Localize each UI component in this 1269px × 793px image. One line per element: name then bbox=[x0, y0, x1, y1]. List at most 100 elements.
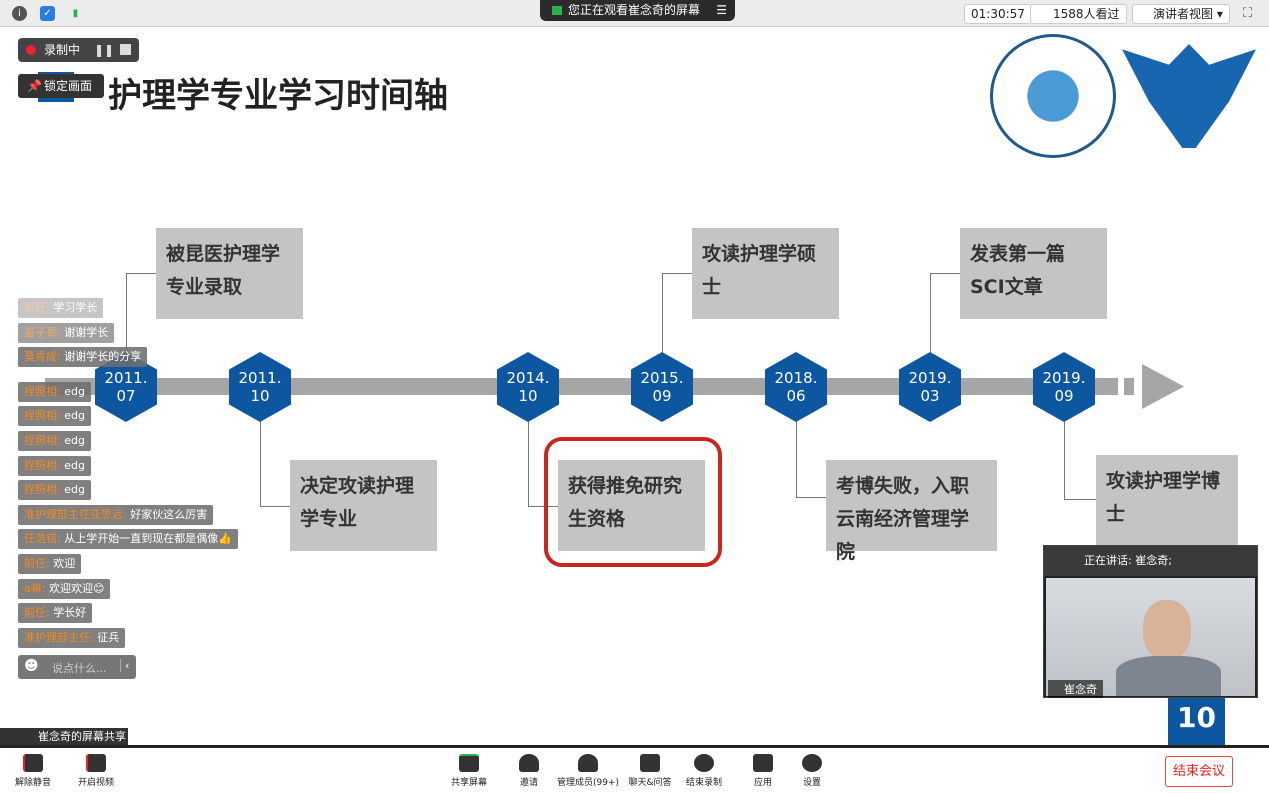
menu-icon[interactable]: ☰ bbox=[716, 3, 727, 17]
chat-text: 征兵 bbox=[93, 630, 120, 644]
chat-text: edg bbox=[60, 384, 85, 398]
settings-button[interactable]: 设置 bbox=[782, 754, 842, 788]
chat-sender: a嘛: bbox=[24, 581, 46, 595]
sharing-banner[interactable]: 您正在观看崔念奇的屏幕☰ bbox=[540, 0, 735, 21]
connector bbox=[930, 273, 931, 353]
record-stop-icon bbox=[694, 754, 714, 772]
pause-recording-button[interactable]: ❚❚ bbox=[94, 43, 115, 57]
connector bbox=[1064, 499, 1096, 500]
chat-text: edg bbox=[60, 458, 85, 472]
chat-text: 谢谢学长的分享 bbox=[60, 350, 142, 364]
chat-message: 捏照相: edg bbox=[18, 406, 91, 427]
connector bbox=[260, 506, 290, 507]
connector bbox=[528, 506, 558, 507]
chat-sender: 前任: bbox=[24, 606, 50, 620]
slide-title: 护理学专业学习时间轴 bbox=[108, 76, 448, 116]
chat-qa-button[interactable]: 聊天&问答 bbox=[620, 754, 680, 788]
chat-text: 欢迎欢迎😊 bbox=[45, 581, 105, 595]
chat-sender: 捏照相: bbox=[24, 434, 61, 447]
event-box: 被昆医护理学专业录取 bbox=[156, 228, 303, 319]
chat-text: 欢迎 bbox=[49, 557, 76, 570]
stop-recording-button[interactable]: 结束录制 bbox=[674, 754, 734, 788]
chat-message: 捏照相: edg bbox=[18, 431, 91, 451]
chat-text: 谢谢学长 bbox=[60, 325, 109, 339]
invite-button[interactable]: 邀请 bbox=[499, 754, 559, 788]
chat-sender: 捏照相: bbox=[24, 483, 61, 497]
chat-message: 任浩铭: 从上学开始一直到现在都是偶像👍 bbox=[18, 529, 238, 550]
chat-message: 捏照相: edg bbox=[18, 381, 91, 402]
share-label: 崔念奇的屏幕共享 bbox=[0, 728, 128, 745]
event-box: 决定攻读护理学专业 bbox=[290, 460, 437, 551]
connector bbox=[662, 273, 692, 274]
chat-text: 学习学长 bbox=[49, 301, 98, 314]
lock-screen-button[interactable]: 📌锁定画面 bbox=[18, 74, 104, 98]
chat-placeholder: 说点什么... bbox=[52, 662, 107, 675]
event-box: 发表第一篇SCI文章 bbox=[960, 228, 1107, 319]
timeline-bar bbox=[45, 378, 1100, 395]
share-screen-icon bbox=[459, 754, 479, 772]
stop-recording-button[interactable] bbox=[120, 44, 131, 55]
event-box: 考博失败，入职云南经济管理学院 bbox=[826, 460, 997, 563]
shield-icon[interactable]: ✓ bbox=[40, 6, 55, 21]
speaking-label: 正在讲话: 崔念奇; bbox=[1044, 546, 1257, 576]
chat-message: 捏照相: edg bbox=[18, 480, 91, 501]
end-meeting-button[interactable]: 结束会议 bbox=[1165, 756, 1233, 787]
chat-text: 好家伙这么厉害 bbox=[126, 507, 208, 521]
connector bbox=[260, 421, 261, 506]
chat-message: 玺子哥: 谢谢学长 bbox=[18, 322, 115, 343]
share-screen-button[interactable]: 共享屏幕 bbox=[439, 754, 499, 788]
chat-text: edg bbox=[60, 434, 85, 447]
chat-message: 前任: 学习学长 bbox=[18, 298, 104, 318]
nursing-emblem-logo bbox=[1122, 44, 1256, 148]
manage-members-button[interactable]: 管理成员(99+) bbox=[556, 754, 620, 788]
chat-sender: 捏照相: bbox=[24, 384, 61, 398]
connector bbox=[930, 273, 960, 274]
chat-message: 前任: 欢迎 bbox=[18, 554, 82, 574]
video-feed bbox=[1046, 578, 1255, 696]
fullscreen-icon[interactable]: ⛶ bbox=[1243, 6, 1253, 21]
chat-icon bbox=[640, 754, 660, 772]
connector bbox=[1064, 421, 1065, 499]
mic-muted-icon bbox=[23, 754, 43, 772]
start-video-button[interactable]: 开启视频 bbox=[66, 754, 126, 788]
chat-sender: 玺子哥: bbox=[24, 325, 61, 339]
timeline-date: 2014. 10 bbox=[497, 352, 559, 422]
event-box: 攻读护理学硕士 bbox=[692, 228, 839, 319]
signal-icon[interactable]: ▮ bbox=[72, 8, 79, 19]
connector bbox=[662, 273, 663, 353]
slide-page-number: 10 bbox=[1168, 698, 1225, 745]
apps-icon bbox=[753, 754, 773, 772]
apps-button[interactable]: 应用 bbox=[733, 754, 793, 788]
unmute-button[interactable]: 解除静音 bbox=[3, 754, 63, 788]
speaker-name: 崔念奇 bbox=[1048, 680, 1103, 698]
timeline-date: 2015. 09 bbox=[631, 352, 693, 422]
chat-sender: 准护理部主任: bbox=[24, 630, 94, 644]
viewer-count[interactable]: 1588人看过 bbox=[1030, 4, 1127, 24]
chat-sender: 前任: bbox=[24, 557, 50, 570]
collapse-chat-icon[interactable]: ‹ bbox=[120, 659, 129, 672]
connector bbox=[796, 421, 797, 497]
chat-message: 准护理部主任亚思远: 好家伙这么厉害 bbox=[18, 504, 214, 525]
meeting-toolbar: 解除静音 开启视频 共享屏幕 邀请 管理成员(99+) 聊天&问答 结束录制 应… bbox=[0, 745, 1269, 793]
chat-message: 莫青成: 谢谢学长的分享 bbox=[18, 347, 148, 368]
add-user-icon bbox=[519, 754, 539, 772]
timeline-date: 2019. 09 bbox=[1033, 352, 1095, 422]
chat-text: 学长好 bbox=[49, 606, 87, 620]
top-bar: i ✓ ▮ 您正在观看崔念奇的屏幕☰ 01:30:57 1588人看过 演讲者视… bbox=[0, 0, 1269, 27]
gear-icon bbox=[802, 754, 822, 772]
chat-text: 从上学开始一直到现在都是偶像👍 bbox=[60, 532, 232, 546]
chat-sender: 前任: bbox=[24, 301, 50, 314]
emoji-icon[interactable]: ☻ bbox=[24, 658, 39, 674]
meeting-timer: 01:30:57 bbox=[964, 4, 1032, 24]
person-body bbox=[1116, 656, 1221, 696]
chat-text: edg bbox=[60, 409, 85, 423]
speaker-video[interactable]: 正在讲话: 崔念奇; 崔念奇 bbox=[1043, 545, 1258, 698]
share-icon bbox=[552, 6, 562, 15]
recording-indicator: 录制中❚❚ bbox=[18, 38, 139, 62]
info-icon[interactable]: i bbox=[12, 6, 27, 21]
connector bbox=[796, 497, 826, 498]
users-icon bbox=[578, 754, 598, 772]
view-mode-dropdown[interactable]: 演讲者视图 ▾ bbox=[1132, 4, 1230, 24]
chat-message: a嘛: 欢迎欢迎😊 bbox=[18, 578, 111, 599]
chat-input[interactable]: ☻ 说点什么... ‹ bbox=[18, 655, 136, 679]
